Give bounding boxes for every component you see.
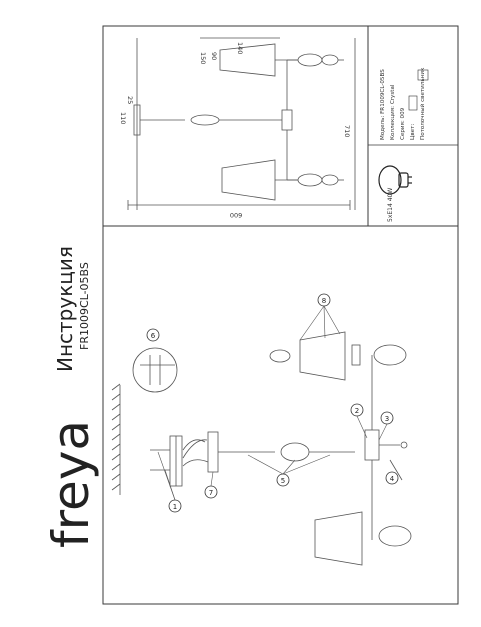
dim-total-height: 710 xyxy=(343,125,351,137)
callout-6-label: 6 xyxy=(151,332,156,340)
color-swatch xyxy=(408,95,418,111)
hub xyxy=(281,109,293,131)
callout-8-label: 8 xyxy=(322,297,326,305)
spec-collection: Коллекция: Crystal xyxy=(390,84,396,140)
callout-4 xyxy=(385,471,399,485)
callout-2-label: 2 xyxy=(355,407,359,415)
dimension-drawing xyxy=(127,37,356,210)
leader-lines xyxy=(157,305,388,501)
spec-series: Серия: 009 xyxy=(400,107,406,140)
bulb-icon xyxy=(378,165,412,195)
callouts xyxy=(146,293,399,513)
outer-frame xyxy=(102,25,459,605)
dim-canopy-h: 25 xyxy=(126,96,134,104)
callout-1-label: 1 xyxy=(173,503,177,511)
model-number: FR1009CL-05BS xyxy=(78,262,91,350)
dim-canopy-d: 110 xyxy=(119,112,127,124)
dim-overall-width: 600 xyxy=(230,211,242,219)
spec-model: Модель: FR1009CL-05BS xyxy=(380,69,386,140)
callout-3-label: 3 xyxy=(385,415,389,423)
bulb-spec: 5xE14 40W xyxy=(387,188,394,222)
freya-logo: freya xyxy=(42,420,100,548)
assembly-diagram xyxy=(111,331,412,566)
spec-color-label: Цвет: xyxy=(410,124,416,140)
top-shade xyxy=(219,43,276,77)
bottom-shade xyxy=(221,159,276,201)
ceiling-lamp-icon xyxy=(417,69,429,81)
dim-shade-top: 140 xyxy=(236,42,244,54)
stem-crystal xyxy=(190,114,220,126)
callout-7-label: 7 xyxy=(209,489,213,497)
callout-4-label: 4 xyxy=(390,475,395,483)
page-title: Инструкция xyxy=(53,246,77,372)
callout-5-label: 5 xyxy=(281,477,285,485)
callout-6 xyxy=(146,328,160,342)
dim-shade-h: 90 xyxy=(210,52,218,60)
spec-lamp-type: Потолочный светильник xyxy=(419,67,426,140)
dim-shade-bottom: 150 xyxy=(199,52,207,64)
